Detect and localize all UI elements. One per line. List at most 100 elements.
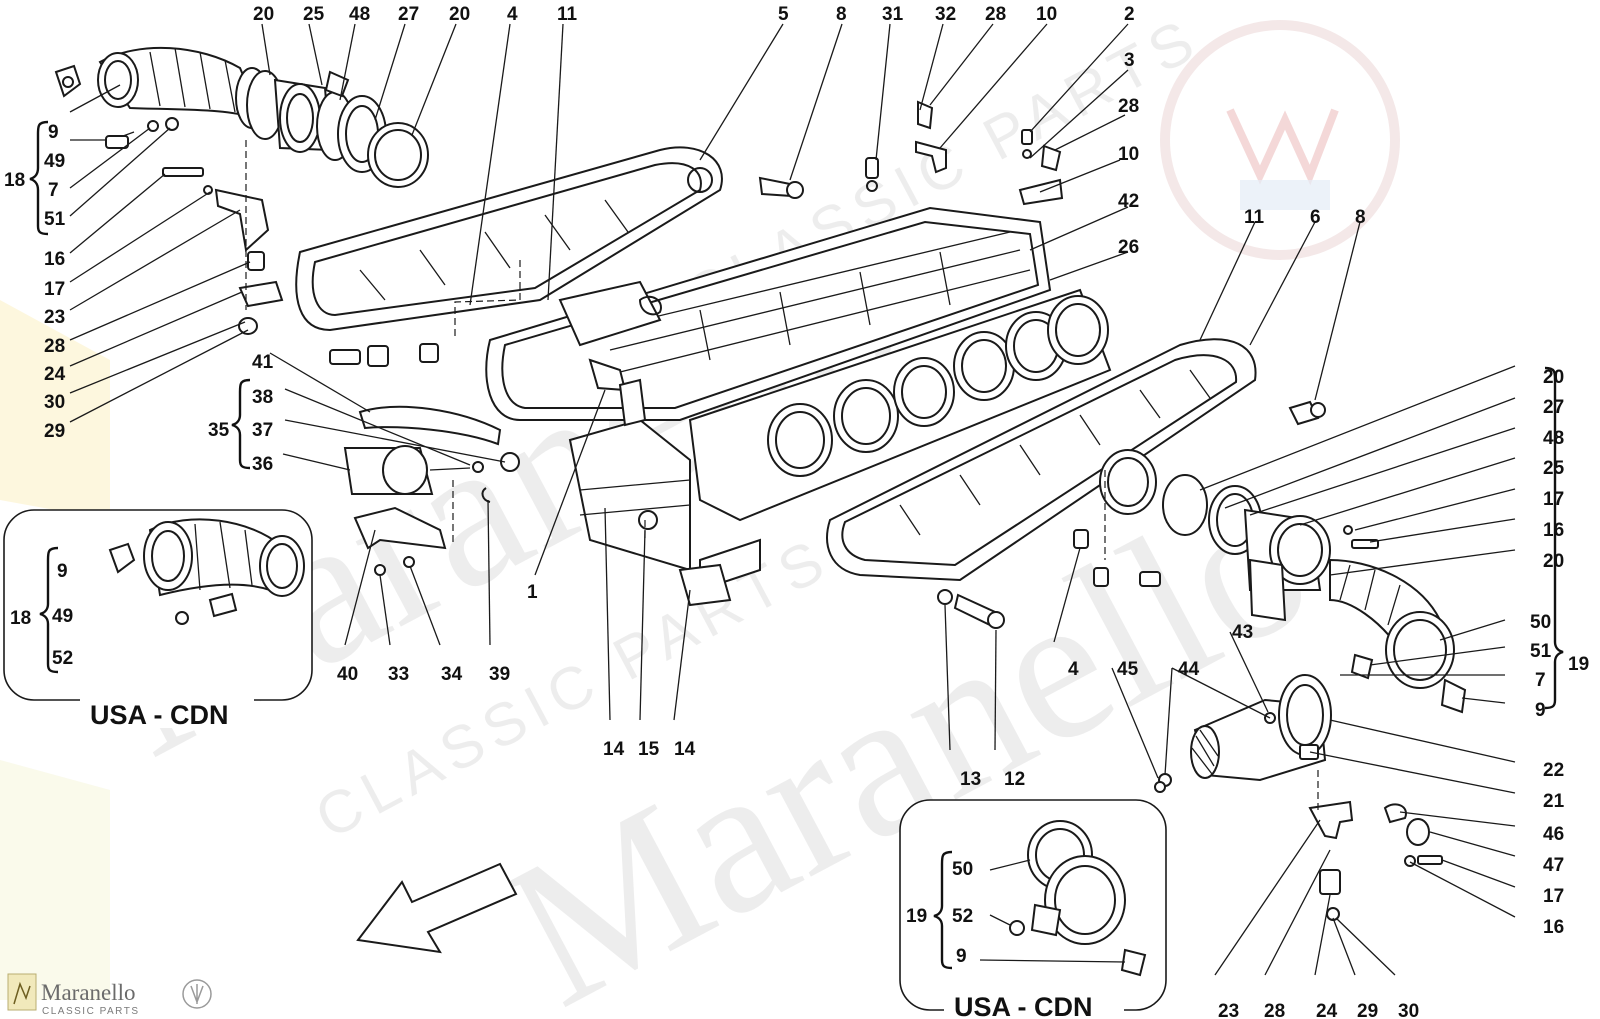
callout-51: 51 [44, 209, 66, 230]
inset-left [3, 509, 313, 701]
callout-50: 50 [952, 859, 973, 880]
callout-33: 33 [388, 664, 409, 685]
callout-47: 47 [1543, 855, 1564, 876]
callout-9: 9 [1535, 700, 1546, 721]
callout-51: 51 [1530, 641, 1552, 662]
callout-23: 23 [44, 307, 65, 328]
variant-labels: USA - CDN USA - CDN [80, 694, 1124, 1019]
callout-10: 10 [1118, 144, 1139, 165]
callout-2: 2 [1124, 4, 1135, 25]
callout-41: 41 [252, 352, 274, 373]
callout-24: 24 [44, 364, 66, 385]
callout-20: 20 [1543, 551, 1564, 572]
callout-48: 48 [1543, 428, 1564, 449]
callout-4: 4 [507, 4, 518, 25]
callout-28: 28 [44, 336, 65, 357]
callout-9: 9 [48, 122, 59, 143]
left-air-duct [54, 46, 269, 129]
callout-1: 1 [527, 582, 538, 603]
callout-7: 7 [1535, 670, 1546, 691]
callout-52: 52 [952, 906, 973, 927]
callout-21: 21 [1543, 791, 1565, 812]
callout-20: 20 [253, 4, 274, 25]
right-throttle-stack [1162, 474, 1467, 714]
inset-left-title: USA - CDN [90, 700, 229, 730]
callout-45: 45 [1117, 659, 1139, 680]
callout-29: 29 [44, 421, 65, 442]
right-plenum-cover [826, 338, 1326, 582]
callout-38: 38 [252, 387, 273, 408]
callout-36: 36 [252, 454, 273, 475]
callout-50: 50 [1530, 612, 1551, 633]
callout-49: 49 [52, 606, 73, 627]
intake-runners [678, 288, 1112, 607]
callout-39: 39 [489, 664, 510, 685]
callout-31: 31 [882, 4, 904, 25]
callout-10: 10 [1036, 4, 1057, 25]
left-throttle-stack [105, 70, 429, 335]
callout-25: 25 [303, 4, 325, 25]
callout-49: 49 [44, 151, 65, 172]
callout-37: 37 [252, 420, 273, 441]
callout-8: 8 [1355, 207, 1366, 228]
callout-32: 32 [935, 4, 956, 25]
brand-logo: Maranello CLASSIC PARTS [7, 973, 212, 1017]
callout-20: 20 [449, 4, 470, 25]
callout-4: 4 [1068, 659, 1079, 680]
callout-17: 17 [1543, 489, 1564, 510]
brand-subtitle: CLASSIC PARTS [42, 1006, 140, 1017]
callout-30: 30 [44, 392, 65, 413]
inset-right [899, 799, 1167, 1011]
callout-44: 44 [1178, 659, 1200, 680]
callout-19: 19 [906, 906, 927, 927]
air-mass-meter [1154, 674, 1332, 793]
callout-16: 16 [1543, 917, 1564, 938]
callout-14: 14 [674, 739, 696, 760]
callout-18: 18 [10, 608, 31, 629]
inset-right-title: USA - CDN [954, 992, 1093, 1019]
callout-27: 27 [1543, 397, 1564, 418]
callout-25: 25 [1543, 458, 1565, 479]
trident-icon [182, 979, 212, 1009]
callout-52: 52 [52, 648, 73, 669]
callout-40: 40 [337, 664, 358, 685]
callout-12: 12 [1004, 769, 1025, 790]
idle-valve-assembly [329, 343, 520, 576]
callout-3: 3 [1124, 50, 1135, 71]
callout-28: 28 [1264, 1001, 1285, 1019]
bolt-12-13 [937, 529, 1161, 629]
brand-name: Maranello [41, 980, 136, 1005]
callout-19: 19 [1568, 654, 1589, 675]
group-braces [29, 120, 1564, 710]
callout-labels: 20 25 48 27 20 4 11 5 8 31 32 28 10 2 3 … [4, 4, 1589, 1019]
callout-46: 46 [1543, 824, 1564, 845]
callout-15: 15 [638, 739, 660, 760]
callout-6: 6 [1310, 207, 1321, 228]
callout-28: 28 [985, 4, 1006, 25]
callout-30: 30 [1398, 1001, 1419, 1019]
callout-24: 24 [1316, 1001, 1338, 1019]
callout-48: 48 [349, 4, 370, 25]
callout-27: 27 [398, 4, 419, 25]
callout-43: 43 [1232, 622, 1253, 643]
central-plenum [485, 206, 1052, 572]
callout-11: 11 [1244, 207, 1265, 228]
callout-28: 28 [1118, 96, 1139, 117]
callout-14: 14 [603, 739, 625, 760]
left-plenum-cover [295, 146, 804, 332]
exploded-parts-drawing [3, 23, 1564, 1011]
callout-8: 8 [836, 4, 847, 25]
callout-9: 9 [57, 561, 68, 582]
callout-11: 11 [557, 4, 578, 25]
callout-16: 16 [1543, 520, 1564, 541]
direction-arrow [356, 862, 518, 954]
callout-22: 22 [1543, 760, 1564, 781]
callout-35: 35 [208, 420, 230, 441]
callout-42: 42 [1118, 191, 1139, 212]
callout-13: 13 [960, 769, 981, 790]
callout-16: 16 [44, 249, 65, 270]
callout-17: 17 [44, 279, 65, 300]
lower-bracket-parts [1308, 800, 1443, 921]
callout-7: 7 [48, 180, 59, 201]
